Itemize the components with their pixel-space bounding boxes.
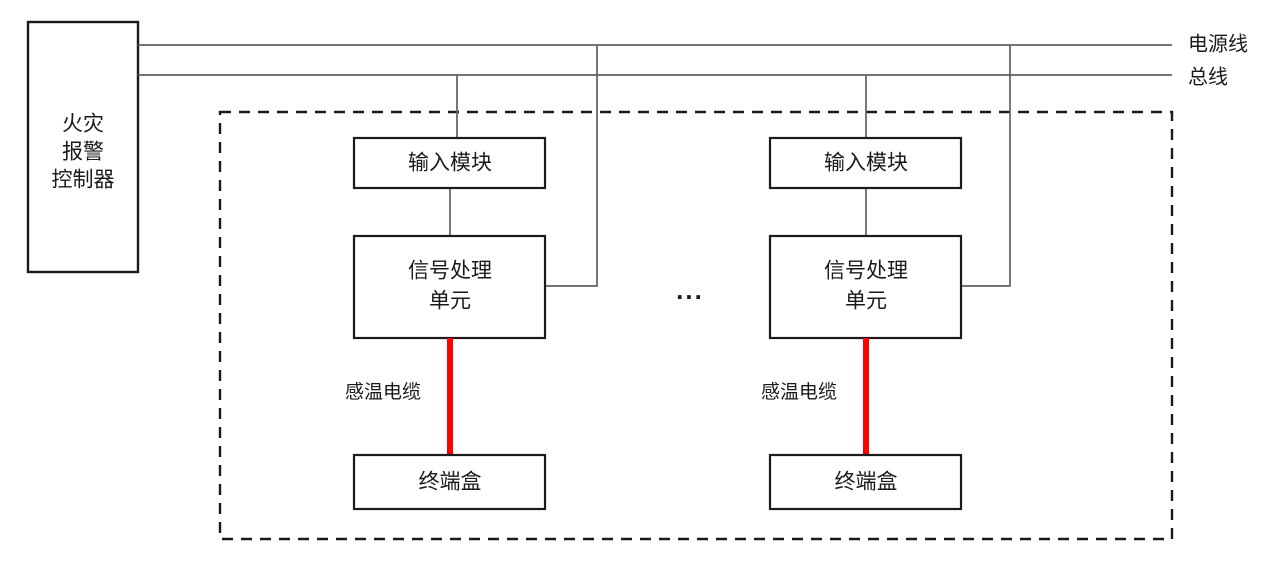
signal-processing-unit-box-1[interactable] xyxy=(352,234,547,340)
input-module-label-2: 输入模块 xyxy=(824,152,908,175)
power-line-label: 电源线 xyxy=(1188,32,1248,55)
terminal-box-label-2: 终端盒 xyxy=(835,471,898,494)
power-drop-to-signal-unit-1 xyxy=(545,45,598,287)
signal-unit-label-1-line-2: 单元 xyxy=(429,290,471,313)
heat-cable-label-2: 感温电缆 xyxy=(761,381,837,403)
power-drop-to-signal-unit-2 xyxy=(961,45,1011,287)
signal-unit-label-2-line-1: 信号处理 xyxy=(824,260,908,283)
bus-line-label: 总线 xyxy=(1188,65,1228,88)
signal-unit-label-2-line-2: 单元 xyxy=(845,290,887,313)
signal-unit-label-1-line-1: 信号处理 xyxy=(408,260,492,283)
repeat-ellipsis: ... xyxy=(676,275,704,305)
signal-processing-unit-box-2[interactable] xyxy=(768,234,963,340)
terminal-box-2[interactable] xyxy=(768,453,963,511)
controller-label-line-2: 报警 xyxy=(62,141,104,164)
terminal-box-label-1: 终端盒 xyxy=(419,471,482,494)
input-module-label-1: 输入模块 xyxy=(408,152,492,175)
controller-label-line-1: 火灾 xyxy=(62,113,104,136)
controller-label-line-3: 控制器 xyxy=(52,169,115,192)
terminal-box-1[interactable] xyxy=(352,453,547,511)
input-module-box-2[interactable] xyxy=(768,136,963,190)
detection-zone-boundary xyxy=(218,110,1174,541)
input-module-box-1[interactable] xyxy=(352,136,547,190)
fire-alarm-controller-box[interactable] xyxy=(26,20,140,274)
heat-cable-label-1: 感温电缆 xyxy=(345,381,421,403)
